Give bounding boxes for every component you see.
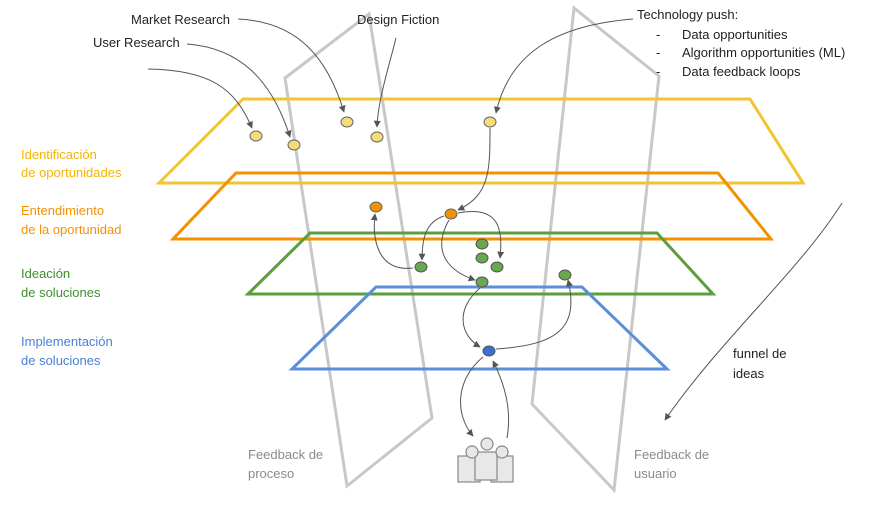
connector-users-to-blue — [492, 360, 510, 439]
level-label-implementacion: Implementación — [21, 334, 113, 349]
idea-dot-yellow — [340, 116, 354, 128]
tech-bullet-dash: - — [656, 45, 660, 60]
connector-green-to-blue — [462, 287, 481, 348]
connector-design-fiction — [373, 37, 397, 128]
label-feedback-usuario-line2: usuario — [634, 466, 677, 481]
label-technology-push: Technology push: — [637, 7, 738, 22]
idea-dot-green — [475, 252, 489, 264]
label-feedback-usuario: Feedback de — [634, 447, 709, 462]
connector-market-research — [237, 18, 346, 113]
tech-bullet-dash: - — [656, 27, 660, 42]
level-plane-entendimiento — [169, 171, 775, 241]
tech-bullet-algorithm-opportunities: Algorithm opportunities (ML) — [682, 45, 845, 60]
connector-blue-to-users — [460, 356, 484, 437]
connector-orange-to-green-center — [441, 219, 476, 282]
idea-dot-green — [414, 261, 428, 273]
label-feedback-proceso-line2: proceso — [248, 466, 294, 481]
label-feedback-proceso: Feedback de — [248, 447, 323, 462]
level-label-identificacion: Identificación — [21, 147, 97, 162]
label-funnel-de-ideas: funnel de — [733, 346, 787, 361]
tech-bullet-dash: - — [656, 64, 660, 79]
level-label-implementacion-line2: de soluciones — [21, 353, 101, 368]
connector-orange-to-green-left — [418, 215, 445, 261]
connector-blue-to-green — [495, 279, 573, 350]
level-label-entendimiento-line2: de la oportunidad — [21, 222, 121, 237]
connector-technology-push — [493, 18, 634, 114]
idea-dot-orange — [369, 201, 383, 213]
level-plane-identificacion — [155, 97, 806, 185]
idea-dot-orange — [444, 208, 458, 220]
label-user-research: User Research — [93, 35, 180, 50]
level-label-entendimiento: Entendimiento — [21, 203, 104, 218]
level-label-identificacion-line2: de oportunidades — [21, 165, 122, 180]
connector-orange-to-green-right — [457, 211, 505, 259]
tech-bullet-data-opportunities: Data opportunities — [682, 27, 788, 42]
label-design-fiction: Design Fiction — [357, 12, 439, 27]
connector-user-research — [186, 43, 292, 138]
idea-dot-blue — [482, 345, 496, 357]
label-funnel-de-ideas-line2: ideas — [733, 366, 765, 381]
user-feedback-plane — [530, 5, 661, 494]
idea-dot-yellow — [287, 139, 301, 151]
process-feedback-plane — [283, 11, 434, 489]
connector-green-to-orange — [370, 213, 414, 269]
connector-yellow-to-orange — [457, 127, 491, 211]
funnel-arrow — [664, 202, 843, 421]
level-label-ideacion-line2: de soluciones — [21, 285, 101, 300]
tech-bullet-data-feedback-loops: Data feedback loops — [682, 64, 801, 79]
idea-dot-green — [490, 261, 504, 273]
idea-dot-yellow — [483, 116, 497, 128]
level-plane-ideacion — [244, 231, 717, 296]
idea-dot-green — [558, 269, 572, 281]
idea-dot-yellow — [370, 131, 384, 143]
idea-dot-yellow — [249, 130, 263, 142]
level-plane-implementacion — [288, 285, 671, 371]
idea-dot-green — [475, 276, 489, 288]
users-group-icon — [457, 437, 514, 483]
idea-dot-green — [475, 238, 489, 250]
connector-left-input — [147, 68, 253, 129]
level-label-ideacion: Ideación — [21, 266, 70, 281]
label-market-research: Market Research — [131, 12, 230, 27]
